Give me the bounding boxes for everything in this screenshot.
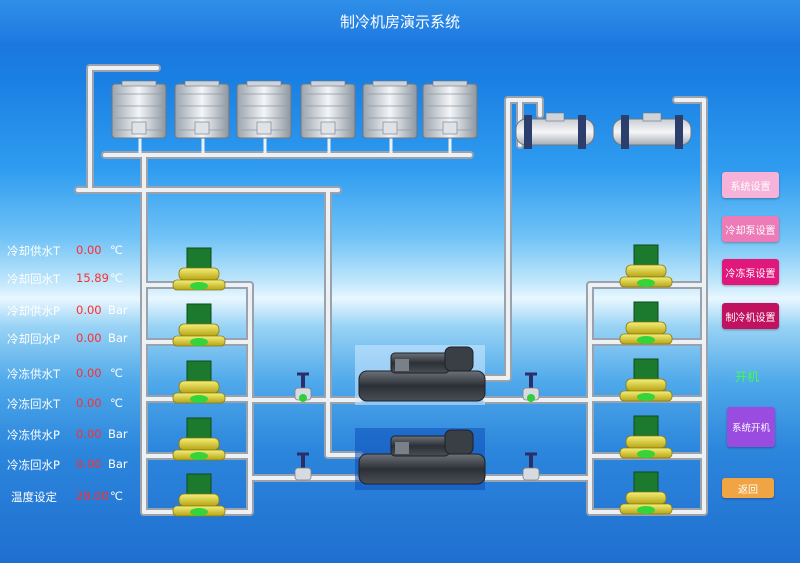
- reading-value: 0.00: [76, 243, 102, 257]
- chiller-icon[interactable]: [355, 428, 486, 490]
- chilled-pump-settings-button[interactable]: 冷冻泵设置: [722, 259, 779, 285]
- cooling-tower-icon[interactable]: [422, 80, 478, 139]
- chilled-pump-icon[interactable]: [619, 415, 673, 459]
- reading-unit: ℃: [110, 243, 123, 257]
- reading-label: 冷冻供水T: [7, 367, 61, 381]
- valve-icon[interactable]: [522, 372, 540, 402]
- cooling-pumps: [172, 247, 226, 517]
- chiller-settings-button[interactable]: 制冷机设置: [722, 303, 779, 329]
- reading-value: 0.00: [76, 331, 102, 345]
- reading-unit: Bar: [108, 427, 128, 441]
- title-bar: 制冷机房演示系统: [0, 0, 800, 42]
- chilled-pump-icon[interactable]: [619, 301, 673, 345]
- heat-exchanger-icon[interactable]: [515, 112, 595, 149]
- page-title: 制冷机房演示系统: [339, 12, 460, 31]
- reading-value: 0.00: [76, 366, 102, 380]
- reading-unit: ℃: [110, 271, 123, 285]
- cooling-tower-icon[interactable]: [236, 80, 292, 139]
- reading-value: 0.00: [76, 396, 102, 410]
- cooling-pump-settings-button[interactable]: 冷却泵设置: [722, 216, 779, 242]
- reading-unit: ℃: [110, 396, 123, 410]
- valve-icon[interactable]: [294, 372, 312, 402]
- reading-label: 温度设定: [11, 490, 57, 504]
- running-status: 开机: [735, 370, 760, 384]
- reading-label: 冷冻供水P: [7, 428, 60, 442]
- system-start-button[interactable]: 系统开机: [727, 407, 775, 447]
- reading-unit: Bar: [108, 303, 128, 317]
- reading-unit: ℃: [110, 366, 123, 380]
- cooling-pump-icon[interactable]: [172, 247, 226, 291]
- reading-value: 0.00: [76, 303, 102, 317]
- cooling-tower-icon[interactable]: [111, 80, 167, 139]
- back-button[interactable]: 返回: [722, 478, 774, 498]
- reading-label: 冷冻回水T: [7, 397, 61, 411]
- cooling-pump-icon[interactable]: [172, 417, 226, 461]
- reading-label: 冷却供水T: [7, 244, 61, 258]
- chilled-pump-icon[interactable]: [619, 358, 673, 402]
- system-settings-button[interactable]: 系统设置: [722, 172, 779, 198]
- reading-label: 冷冻回水P: [7, 458, 60, 472]
- chilled-pump-icon[interactable]: [619, 244, 673, 288]
- cooling-pump-icon[interactable]: [172, 360, 226, 404]
- valve-icon[interactable]: [522, 452, 540, 481]
- reading-label: 冷却回水T: [7, 272, 61, 286]
- cooling-towers: [111, 80, 478, 139]
- valve-icon[interactable]: [294, 452, 312, 481]
- reading-label: 冷却回水P: [7, 332, 60, 346]
- temperature-setpoint-input[interactable]: 28.00: [76, 489, 109, 503]
- reading-unit: Bar: [108, 457, 128, 471]
- reading-unit: Bar: [108, 331, 128, 345]
- cooling-tower-icon[interactable]: [300, 80, 356, 139]
- chilled-pump-icon[interactable]: [619, 471, 673, 515]
- chiller-icon[interactable]: [355, 345, 486, 405]
- cooling-pump-icon[interactable]: [172, 473, 226, 517]
- reading-value: 0.00: [76, 427, 102, 441]
- cooling-tower-icon[interactable]: [174, 80, 230, 139]
- reading-value: 15.89: [76, 271, 109, 285]
- cooling-tower-icon[interactable]: [362, 80, 418, 139]
- reading-label: 冷却供水P: [7, 304, 60, 318]
- heat-exchanger-icon[interactable]: [612, 112, 692, 149]
- reading-unit: ℃: [110, 489, 123, 503]
- chilled-pumps: [619, 244, 673, 515]
- reading-value: 0.00: [76, 457, 102, 471]
- cooling-pump-icon[interactable]: [172, 303, 226, 347]
